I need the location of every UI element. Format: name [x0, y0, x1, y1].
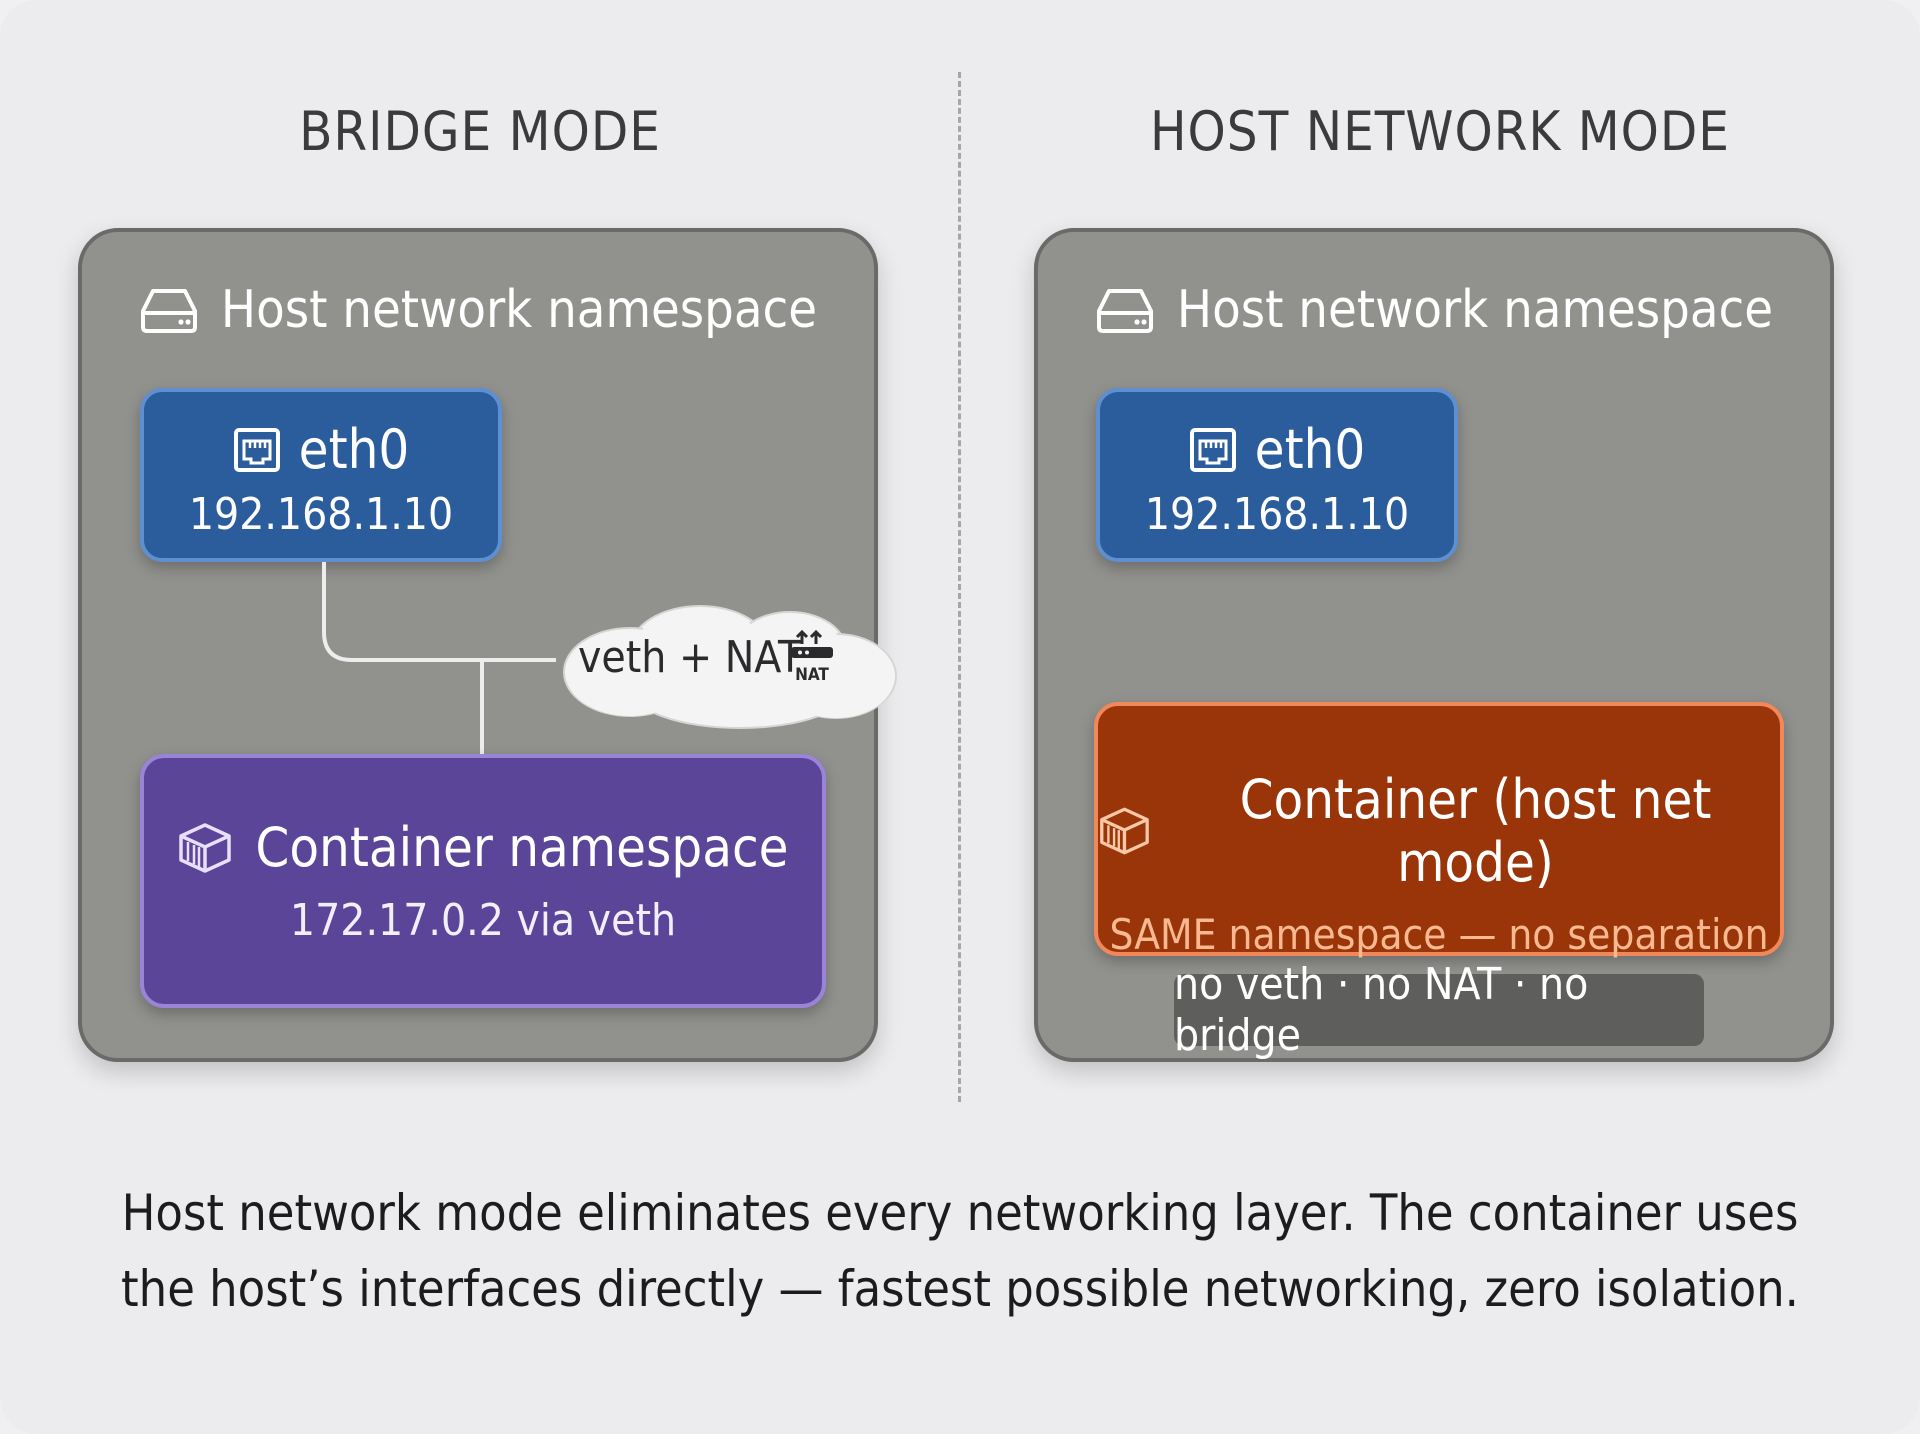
no-layers-badge: no veth · no NAT · no bridge — [1174, 959, 1704, 1061]
host-network-namespace-panel: Host network namespace eth0 192.168.1.10 — [1034, 228, 1834, 1062]
bridge-namespace-label: Host network namespace — [220, 280, 818, 340]
container-box-icon — [179, 822, 232, 873]
diagram-caption: Host network mode eliminates every netwo… — [121, 1184, 1799, 1318]
bridge-container-namespace: Container namespace 172.17.0.2 via veth — [140, 754, 826, 1008]
host-namespace-label: Host network namespace — [1176, 280, 1774, 340]
host-mode-title: HOST NETWORK MODE — [1150, 100, 1730, 163]
ethernet-port-icon — [233, 427, 280, 472]
bridge-host-namespace-panel: Host network namespace eth0 192.168.1.10 — [78, 228, 897, 1062]
bridge-container-address: 172.17.0.2 via veth — [289, 895, 677, 946]
ethernet-port-icon — [1189, 427, 1236, 472]
host-mode-container: Container (host net mode) SAME namespace… — [1094, 702, 1784, 959]
host-eth0-interface: eth0 192.168.1.10 — [1096, 388, 1458, 562]
mode-divider — [958, 72, 961, 1102]
host-eth0-label: eth0 — [1254, 418, 1366, 481]
bridge-container-title: Container namespace — [255, 816, 789, 879]
server-drive-icon — [140, 289, 197, 333]
host-eth0-name-row: eth0 — [1100, 418, 1454, 481]
bridge-eth0-label: eth0 — [298, 418, 410, 481]
host-container-title: Container (host net mode) — [1239, 768, 1712, 894]
host-container-title-row: Container (host net mode) — [1098, 768, 1780, 894]
veth-nat-label: veth + NAT — [578, 632, 803, 683]
host-eth0-ip: 192.168.1.10 — [1144, 489, 1410, 540]
bridge-eth0-name-row: eth0 — [144, 418, 498, 481]
nat-icon-text: NAT — [795, 665, 829, 685]
container-box-icon — [1100, 807, 1149, 855]
server-drive-icon — [1096, 289, 1153, 333]
bridge-eth0-ip: 192.168.1.10 — [188, 489, 454, 540]
host-namespace-label-row: Host network namespace — [1038, 280, 1830, 340]
bridge-mode-title: BRIDGE MODE — [299, 100, 661, 163]
router-nat-icon: NAT — [791, 630, 833, 685]
bridge-container-title-row: Container namespace — [144, 816, 822, 879]
bridge-veth-connector — [322, 562, 556, 754]
bridge-namespace-label-row: Host network namespace — [82, 280, 874, 340]
host-container-note: SAME namespace — no separation — [1109, 910, 1769, 959]
bridge-eth0-interface: eth0 192.168.1.10 — [140, 388, 502, 562]
